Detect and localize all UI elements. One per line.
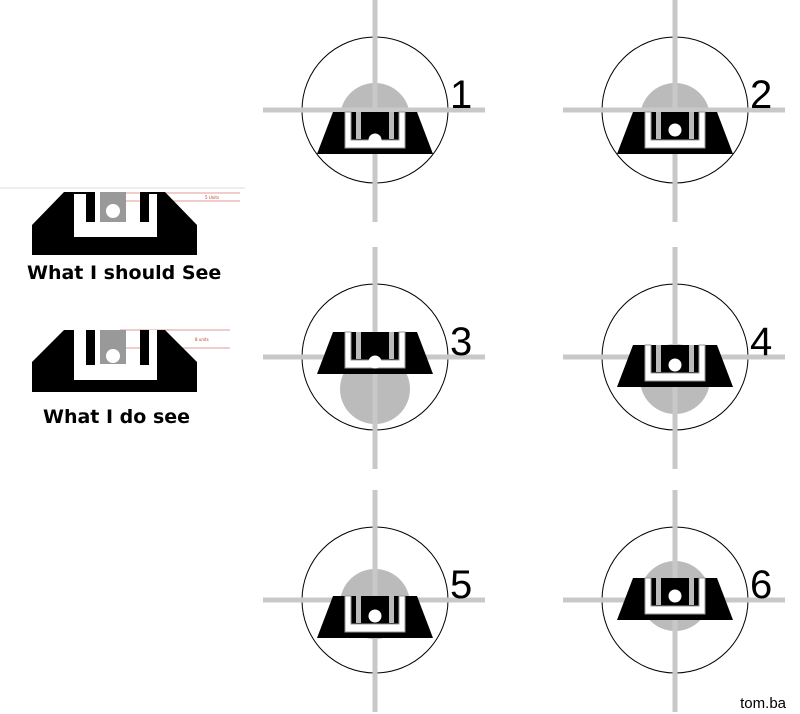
sight-picture-label: 3 (450, 320, 472, 364)
rear-sight-notch (344, 595, 406, 633)
actual-sight-picture: 8 units (32, 329, 230, 392)
credit-text: tom.ba (740, 695, 786, 712)
sight-picture-2: 2 (563, 0, 785, 222)
sight-picture-6: 6 (563, 490, 785, 712)
sight-picture-3: 3 (263, 247, 485, 469)
sight-picture-4: 4 (563, 247, 785, 469)
sight-picture-label: 5 (450, 563, 472, 607)
caption-actual: What I do see (43, 406, 191, 428)
sight-picture-label: 4 (750, 320, 772, 364)
rear-sight-notch (644, 344, 706, 382)
sight-picture-1: 1 (263, 0, 485, 222)
sight-picture-label: 2 (750, 73, 772, 117)
front-sight-dot (368, 133, 382, 147)
rear-sight-notch (644, 577, 706, 615)
front-sight-dot (668, 123, 682, 137)
caption-correct: What I should See (27, 262, 222, 284)
sight-picture-5: 5 (263, 490, 485, 712)
rear-sight-notch (644, 111, 706, 149)
sight-picture-label: 6 (750, 563, 772, 607)
front-sight-dot (368, 355, 382, 369)
unit-note: 8 units (195, 337, 209, 342)
front-sight-post (361, 332, 389, 359)
unit-note: 5 Units (205, 195, 219, 200)
sight-picture-label: 1 (450, 73, 472, 117)
front-sight-dot (368, 609, 382, 623)
front-sight-dot (668, 589, 682, 603)
front-sight-dot (668, 358, 682, 372)
correct-sight-picture: 5 Units (0, 187, 245, 255)
